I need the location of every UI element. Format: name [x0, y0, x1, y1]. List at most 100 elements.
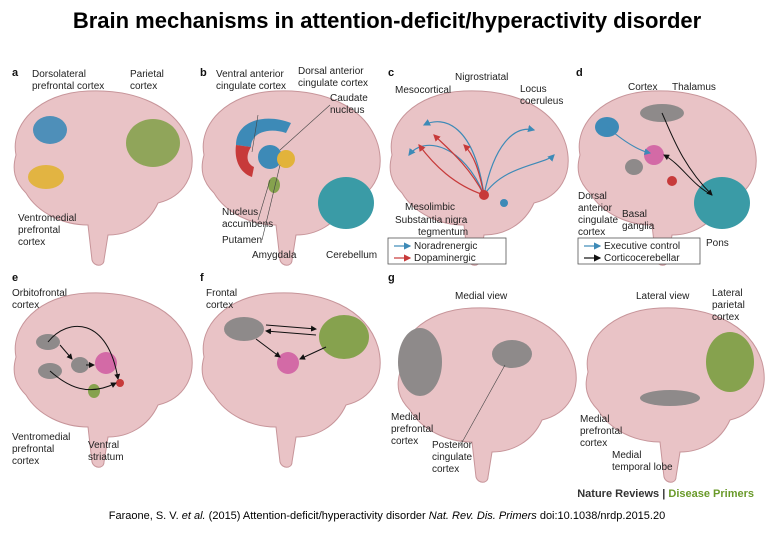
label-dlpfc-1: Dorsolateral: [32, 69, 86, 80]
label-mesolimbic: Mesolimbic: [405, 202, 455, 213]
putamen-region: [277, 150, 295, 168]
label-vmpfc-3: cortex: [18, 237, 45, 248]
panel-d: d Cortex Thalamus Dorsal anterior cingul…: [576, 67, 757, 266]
thalamus-d-region: [644, 145, 664, 165]
label-substantia-2: tegmentum: [418, 227, 468, 238]
label-accumbens-2: accumbens: [222, 219, 273, 230]
label-mtl-1: Medial: [612, 450, 641, 461]
label-mpfc-g-1: Medial: [391, 412, 420, 423]
parietal-f-region: [319, 315, 369, 359]
label-locus-2: coeruleus: [520, 96, 563, 107]
label-dacc-d-2: anterior: [578, 203, 613, 214]
label-thalamus-d: Thalamus: [672, 82, 716, 93]
label-vmpfc-e-3: cortex: [12, 456, 39, 467]
label-vacc-1: Ventral anterior: [216, 69, 284, 80]
citation-etal: et al.: [181, 510, 206, 522]
label-basal-1: Basal: [622, 209, 647, 220]
citation: Faraone, S. V. et al. (2015) Attention-d…: [0, 510, 774, 522]
frontal-f-region: [224, 317, 264, 341]
label-putamen: Putamen: [222, 235, 262, 246]
panel-e: e Orbitofrontal cortex Ventromedial pref…: [12, 272, 193, 468]
label-amygdala: Amygdala: [252, 250, 297, 261]
label-lparietal-1: Lateral: [712, 288, 743, 299]
panel-letter-b: b: [200, 67, 207, 79]
label-vstriatum-1: Ventral: [88, 440, 119, 451]
label-lparietal-2: parietal: [712, 300, 745, 311]
panel-letter-a: a: [12, 67, 19, 79]
amygdala-region: [268, 177, 280, 193]
label-dacc-d-4: cortex: [578, 227, 605, 238]
label-ofc-1: Orbitofrontal: [12, 288, 67, 299]
label-mpfc-l-2: prefrontal: [580, 426, 622, 437]
vmpfc-region: [28, 165, 64, 189]
label-cortex-d: Cortex: [628, 82, 657, 93]
label-frontal-2: cortex: [206, 300, 233, 311]
vacc-region: [235, 145, 254, 177]
label-vstriatum-2: striatum: [88, 452, 124, 463]
pcc-g-region: [492, 340, 532, 368]
dacc-region: [236, 118, 291, 147]
midbrain-e-node: [116, 379, 124, 387]
label-dacc-2: cingulate cortex: [298, 78, 368, 89]
panel-letter-f: f: [200, 272, 204, 284]
brand-logo: Nature Reviews | Disease Primers: [577, 488, 754, 500]
brain-c: [389, 90, 569, 266]
caudate-region: [258, 145, 282, 169]
label-ofc-2: cortex: [12, 300, 39, 311]
lateral-view-title: Lateral view: [636, 291, 690, 302]
label-mpfc-g-3: cortex: [391, 436, 418, 447]
legend-corticocerebellar: Corticocerebellar: [604, 253, 680, 264]
brand-sep: |: [659, 488, 669, 500]
label-parietal-2: cortex: [130, 81, 157, 92]
label-pcc-1: Posterior: [432, 440, 473, 451]
mpfc-g-region: [398, 328, 442, 396]
label-mpfc-g-2: prefrontal: [391, 424, 433, 435]
label-pons: Pons: [706, 238, 729, 249]
label-accumbens-1: Nucleus: [222, 207, 258, 218]
label-mesocortical: Mesocortical: [395, 85, 451, 96]
label-caudate-1: Caudate: [330, 93, 368, 104]
label-caudate-2: nucleus: [330, 105, 364, 116]
label-mpfc-l-1: Medial: [580, 414, 609, 425]
medial-temporal-region: [640, 390, 700, 406]
legend-dopaminergic: Dopaminergic: [414, 253, 476, 264]
panel-letter-c: c: [388, 67, 394, 79]
brain-g-medial: [397, 307, 577, 483]
brain-a: [13, 90, 193, 266]
thalamus-f-region: [277, 352, 299, 374]
locus-coeruleus-node: [500, 199, 508, 207]
lateral-parietal-region: [706, 332, 754, 392]
pons-d-node: [667, 176, 677, 186]
panel-g: g Medial view Lateral view Medial prefro…: [388, 272, 765, 483]
medial-view-title: Medial view: [455, 291, 508, 302]
label-vmpfc-e-1: Ventromedial: [12, 432, 70, 443]
label-parietal-1: Parietal: [130, 69, 164, 80]
legend-noradrenergic: Noradrenergic: [414, 241, 477, 252]
label-dacc-1: Dorsal anterior: [298, 66, 364, 77]
dlpfc-region: [33, 116, 67, 144]
brand-left: Nature Reviews: [577, 488, 660, 500]
label-mpfc-l-3: cortex: [580, 438, 607, 449]
cerebellum-region: [318, 177, 374, 229]
label-pcc-2: cingulate: [432, 452, 472, 463]
striatum-e-region: [71, 357, 89, 373]
label-vmpfc-1: Ventromedial: [18, 213, 76, 224]
ventral-striatum-region: [88, 384, 100, 398]
brand-right: Disease Primers: [668, 488, 754, 500]
citation-doi: doi:10.1038/nrdp.2015.20: [536, 510, 666, 522]
label-locus-1: Locus: [520, 84, 547, 95]
label-vmpfc-2: prefrontal: [18, 225, 60, 236]
parietal-region: [126, 119, 180, 167]
label-basal-2: ganglia: [622, 221, 655, 232]
panel-letter-d: d: [576, 67, 583, 79]
substantia-nigra-node: [479, 190, 489, 200]
label-cerebellum: Cerebellum: [326, 250, 377, 261]
label-substantia-1: Substantia nigra: [395, 215, 468, 226]
label-vacc-2: cingulate cortex: [216, 81, 286, 92]
label-lparietal-3: cortex: [712, 312, 739, 323]
panel-a: a Dorsolateral prefrontal cortex Parieta…: [12, 67, 193, 266]
panel-f: f Frontal cortex: [200, 272, 381, 468]
legend-executive: Executive control: [604, 241, 680, 252]
brain-d: [577, 90, 757, 266]
